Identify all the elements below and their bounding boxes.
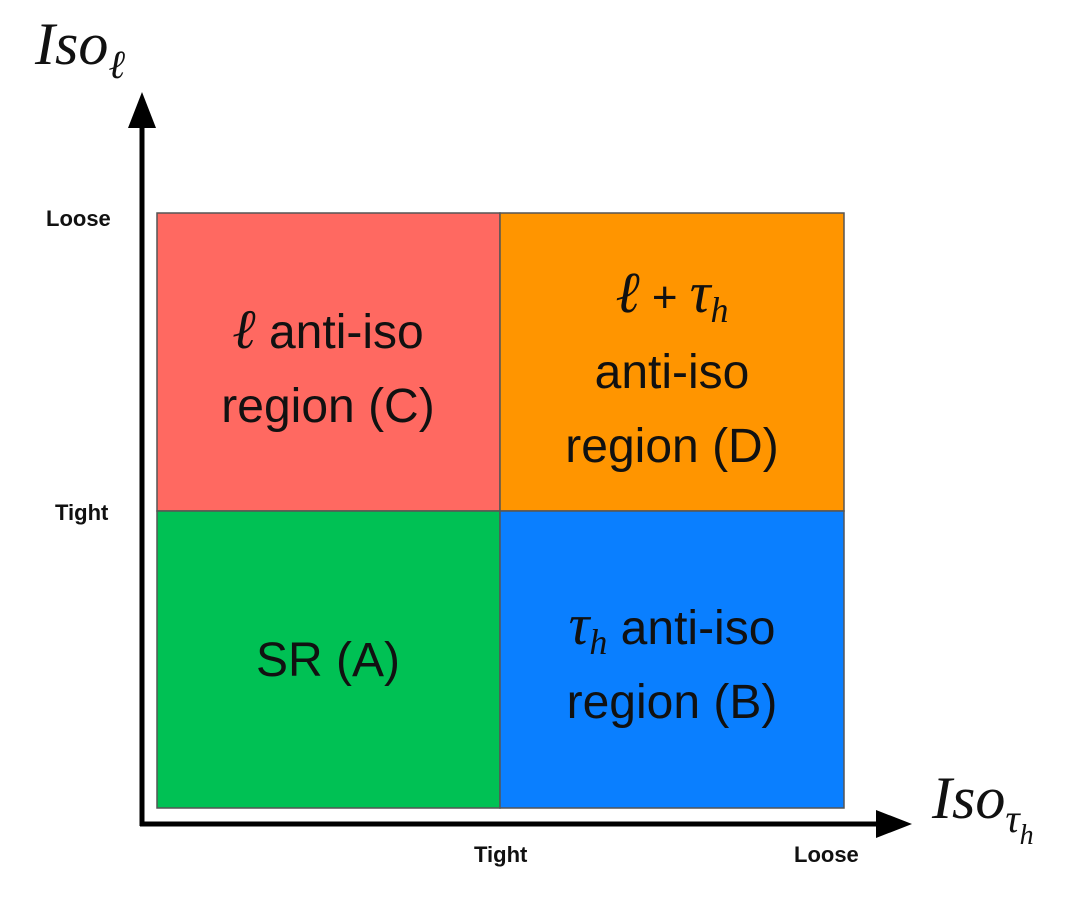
- x-axis-label: Isoτh: [931, 765, 1034, 851]
- x-axis-arrowhead: [876, 810, 912, 838]
- region-c-line2: region (C): [221, 380, 434, 433]
- region-b-line2: region (B): [567, 676, 778, 729]
- region-d-line1: ℓ + τh: [615, 260, 728, 330]
- x-tick-loose: Loose: [794, 842, 859, 867]
- region-c-symbol: ℓ: [232, 299, 256, 361]
- region-a-quadrant: [156, 510, 501, 809]
- region-d-quadrant: [499, 212, 845, 512]
- y-tick-tight: Tight: [55, 500, 109, 525]
- region-d-plus: +: [640, 273, 690, 322]
- x-tick-tight: Tight: [474, 842, 528, 867]
- y-axis-label-main: Iso: [34, 11, 108, 77]
- y-axis-label: Isoℓ: [34, 11, 125, 87]
- y-axis-arrowhead: [128, 92, 156, 128]
- region-b-line1: τh anti-iso: [569, 592, 776, 662]
- x-axis-label-subsub: h: [1020, 820, 1034, 851]
- region-a-label: SR (A): [256, 634, 400, 687]
- region-d-symbol-sub: h: [711, 290, 729, 330]
- y-axis-label-sub: ℓ: [108, 42, 125, 87]
- region-c-quadrant: [156, 212, 501, 512]
- region-d-symbol-l: ℓ: [615, 260, 639, 325]
- x-axis-label-sub: τ: [1005, 796, 1021, 841]
- region-b-symbol: τ: [569, 592, 592, 657]
- x-axis-label-main: Iso: [931, 765, 1005, 831]
- region-c-line1-rest: anti-iso: [256, 306, 424, 359]
- region-b-symbol-sub: h: [589, 622, 607, 662]
- region-d-line2: anti-iso: [595, 346, 750, 399]
- region-c-line1: ℓ anti-iso: [232, 299, 423, 361]
- y-tick-loose: Loose: [46, 206, 111, 231]
- region-d-symbol-t: τ: [690, 260, 713, 325]
- region-b-line1-rest: anti-iso: [607, 602, 775, 655]
- region-d-line3: region (D): [565, 420, 778, 473]
- region-b-quadrant: [499, 510, 845, 809]
